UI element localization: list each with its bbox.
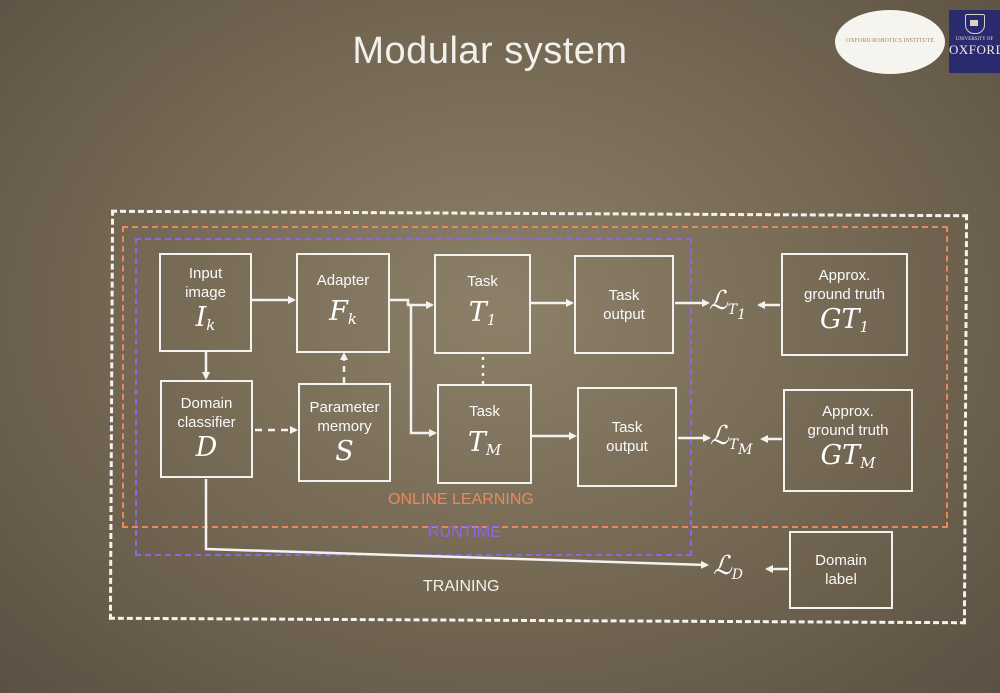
ground-truth-m-label-1: Approx. bbox=[822, 403, 874, 420]
parameter-memory-box: Parameter memory S bbox=[298, 383, 391, 482]
ground-truth-1-label-1: Approx. bbox=[818, 267, 871, 284]
oxford-logo-big-text: OXFORD bbox=[949, 42, 1000, 57]
parameter-memory-label-1: Parameter bbox=[309, 398, 380, 416]
domain-classifier-box: Domain classifier D bbox=[160, 380, 253, 478]
adapter-symbol: Fk bbox=[329, 296, 357, 328]
logo-text: OXFORD ROBOTICS INSTITUTE bbox=[845, 38, 934, 45]
ground-truth-m-symbol: GTM bbox=[820, 440, 876, 472]
task-1-output-label-1: Task bbox=[608, 286, 640, 304]
task-m-output-label-1: Task bbox=[611, 419, 643, 436]
ground-truth-1-label-2: ground truth bbox=[804, 286, 885, 303]
input-image-label-1: Input bbox=[188, 265, 223, 282]
task-m-output-label-2: output bbox=[606, 438, 648, 455]
task-1-output-box: Task output bbox=[574, 255, 674, 354]
runtime-label: RUNTIME bbox=[428, 524, 501, 541]
loss-domain: ℒD bbox=[713, 551, 743, 583]
ground-truth-1-box: Approx. ground truth GT1 bbox=[781, 253, 908, 356]
oxford-logo-small-text: UNIVERSITY OF bbox=[955, 37, 994, 42]
ground-truth-1-symbol: GT1 bbox=[819, 304, 870, 336]
online-learning-frame bbox=[122, 226, 948, 528]
task-m-label: Task bbox=[469, 403, 500, 420]
task-m-box: Task TM bbox=[437, 384, 532, 484]
loss-task-1: ℒT1 bbox=[709, 286, 746, 323]
arrow-classifier-to-lossD bbox=[204, 479, 709, 569]
domain-label-text-1: Domain bbox=[815, 552, 867, 569]
university-of-oxford-logo: UNIVERSITY OF OXFORD bbox=[949, 10, 1000, 73]
task-m-symbol: TM bbox=[467, 427, 502, 459]
adapter-box: Adapter Fk bbox=[296, 253, 390, 353]
domain-classifier-label-1: Domain bbox=[180, 395, 233, 412]
oxford-robotics-logo: OXFORD ROBOTICS INSTITUTE bbox=[835, 10, 945, 74]
domain-label-text-2: label bbox=[825, 571, 857, 588]
ground-truth-m-box: Approx. ground truth GTM bbox=[783, 389, 913, 492]
input-image-label-2: image bbox=[185, 284, 226, 301]
loss-task-m: ℒTM bbox=[710, 421, 753, 458]
slide-title: Modular system bbox=[352, 30, 628, 72]
arrow-adapter-to-task1 bbox=[390, 298, 434, 309]
oxford-crest-icon bbox=[964, 14, 985, 34]
training-label: TRAINING bbox=[423, 578, 500, 595]
task-1-symbol: T1 bbox=[468, 297, 497, 329]
online-learning-label: ONLINE LEARNING bbox=[388, 491, 534, 508]
parameter-memory-symbol: S bbox=[335, 435, 354, 467]
task-1-output-label-2: output bbox=[603, 305, 645, 323]
task-m-output-box: Task output bbox=[577, 387, 677, 487]
parameter-memory-label-2: memory bbox=[317, 417, 372, 435]
domain-classifier-label-2: classifier bbox=[177, 414, 236, 431]
task-1-box: Task T1 bbox=[434, 254, 531, 354]
input-image-box: Input image Ik bbox=[159, 253, 252, 352]
task-1-label: Task bbox=[467, 273, 498, 290]
input-image-symbol: Ik bbox=[195, 302, 216, 334]
arrow-adapter-to-taskM bbox=[408, 303, 437, 437]
domain-label-box: Domain label bbox=[789, 531, 893, 609]
ground-truth-m-label-2: ground truth bbox=[807, 422, 889, 439]
domain-classifier-symbol: D bbox=[195, 432, 218, 463]
adapter-label: Adapter bbox=[316, 272, 370, 289]
